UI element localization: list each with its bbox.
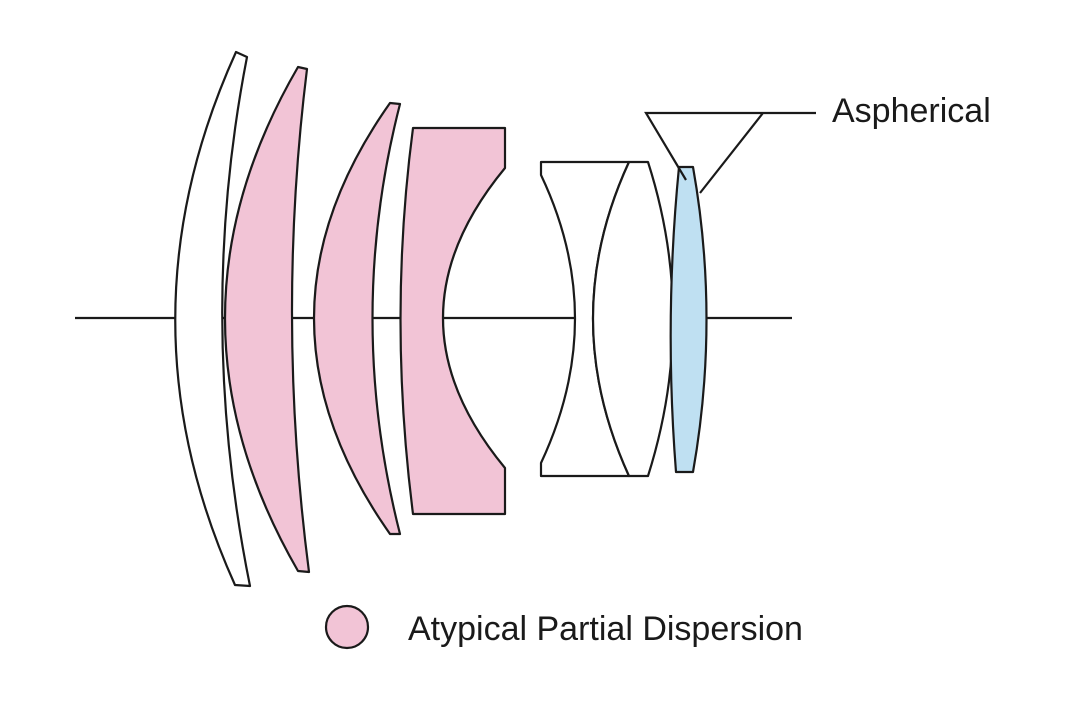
lens-element-3 [313, 101, 402, 536]
lens-element-7-aspherical [669, 165, 708, 474]
lens-element-2 [223, 65, 311, 574]
aspherical-label: Aspherical [832, 92, 991, 130]
legend-label-apd: Atypical Partial Dispersion [408, 610, 803, 648]
lens-element-1 [174, 50, 252, 588]
aspherical-callout-line [644, 111, 816, 194]
legend-swatch-apd [324, 604, 370, 650]
lens-element-4 [399, 126, 507, 516]
lens-element-6 [591, 160, 675, 478]
